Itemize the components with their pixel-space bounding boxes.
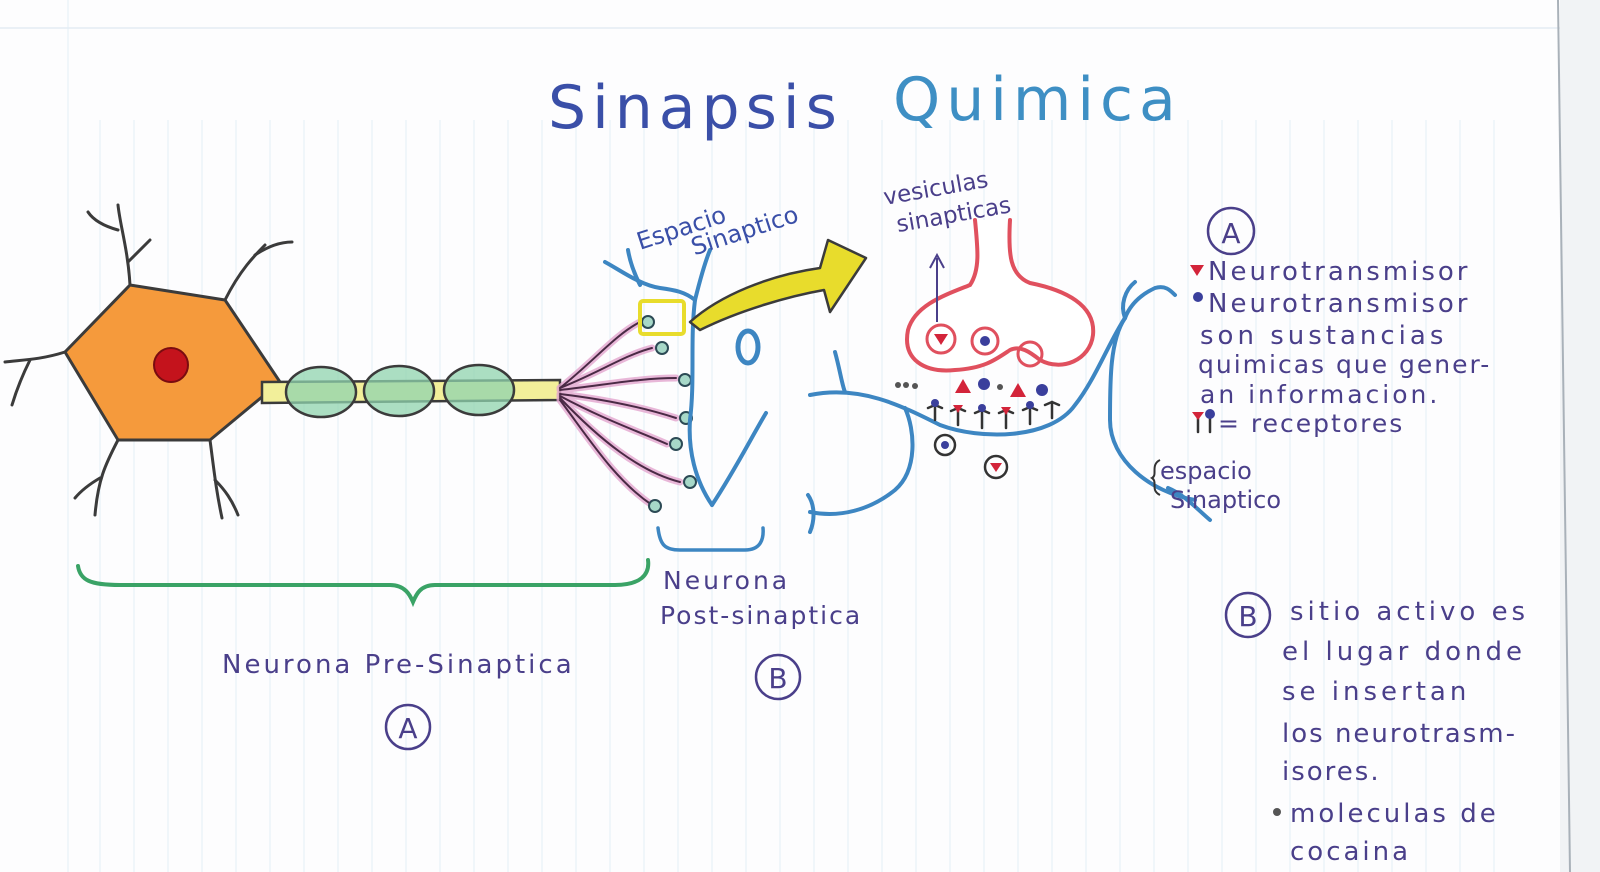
marker-a-pre: A xyxy=(384,703,432,751)
legend-a-marker: A xyxy=(1206,206,1256,256)
legend-b-marker: B xyxy=(1224,591,1272,639)
legend-b-line6: moleculas de xyxy=(1290,799,1499,829)
espacio-sinaptico-top: Espacio Sinaptico xyxy=(633,200,802,261)
title-sinapsis: Sinapsis xyxy=(548,73,843,143)
legend-a: A Neurotransmisor Neurotransmisor son su… xyxy=(1190,206,1491,438)
right-page-edge-line xyxy=(1557,0,1571,872)
svg-text:B: B xyxy=(768,662,787,695)
legend-a-line6: = receptores xyxy=(1218,409,1404,438)
post-synaptic-neuron xyxy=(603,248,768,507)
legend-b-line1: sitio activo es xyxy=(1290,597,1529,627)
espacio-sinaptico-right: espacio Sinaptico xyxy=(1150,457,1281,514)
right-page-edge xyxy=(1560,0,1600,872)
legend-b-line4: los neurotrasm- xyxy=(1282,719,1517,749)
nucleus xyxy=(153,347,189,383)
zoom-box xyxy=(638,299,686,336)
vesicle-2 xyxy=(970,326,1000,356)
vesicle-arrow xyxy=(929,252,945,322)
legend-b-line2: el lugar donde xyxy=(1282,637,1526,667)
synaptic-terminal xyxy=(905,218,1096,373)
legend-b: B sitio activo es el lugar donde se inse… xyxy=(1224,591,1529,867)
legend-a-line5: an informacion. xyxy=(1200,380,1440,409)
espacio-right-line1: espacio xyxy=(1160,457,1252,485)
cocaine-dot-icon xyxy=(1273,808,1281,816)
axon-terminals xyxy=(556,318,684,509)
legend-b-line7: cocaina xyxy=(1290,837,1411,867)
marker-b-post: B xyxy=(754,653,802,701)
espacio-right-line2: Sinaptico xyxy=(1170,486,1281,514)
dendrites xyxy=(3,203,294,520)
svg-text:B: B xyxy=(1238,600,1257,633)
post-synaptic-label-line2: Post-sinaptica xyxy=(660,601,862,630)
legend-b-line5: isores. xyxy=(1282,757,1381,787)
post-synaptic-bracket xyxy=(656,526,765,552)
svg-text:A: A xyxy=(1221,217,1240,250)
post-synaptic-membrane xyxy=(806,280,1212,534)
receptor-legend-icon xyxy=(1196,416,1212,434)
vesicle-1 xyxy=(925,323,957,355)
blue-dot-icon xyxy=(1193,292,1203,302)
red-triangle-icon xyxy=(1190,265,1204,276)
neurotransmitters xyxy=(895,378,1048,397)
reuptake-molecules xyxy=(933,433,1009,480)
zoom-arrow xyxy=(688,238,868,332)
myelin-sheath-1 xyxy=(284,365,358,419)
legend-a-line2: Neurotransmisor xyxy=(1208,289,1470,319)
receptors xyxy=(926,399,1061,430)
title-quimica: Quimica xyxy=(893,65,1182,135)
pre-synaptic-label: Neurona Pre-Sinaptica xyxy=(222,650,575,680)
vesicle-3 xyxy=(1016,340,1044,368)
myelin-sheath-2 xyxy=(362,364,436,418)
pre-synaptic-bracket xyxy=(76,558,651,608)
post-synaptic-label-line1: Neurona xyxy=(663,566,790,595)
legend-a-line4: quimicas que gener- xyxy=(1198,350,1491,379)
legend-b-line3: se insertan xyxy=(1282,677,1470,707)
svg-text:A: A xyxy=(398,712,417,745)
pre-synaptic-neuron xyxy=(3,203,697,520)
myelin-sheath-3 xyxy=(442,363,516,417)
legend-a-line3: son sustancias xyxy=(1200,321,1447,351)
legend-a-line1: Neurotransmisor xyxy=(1208,257,1470,287)
